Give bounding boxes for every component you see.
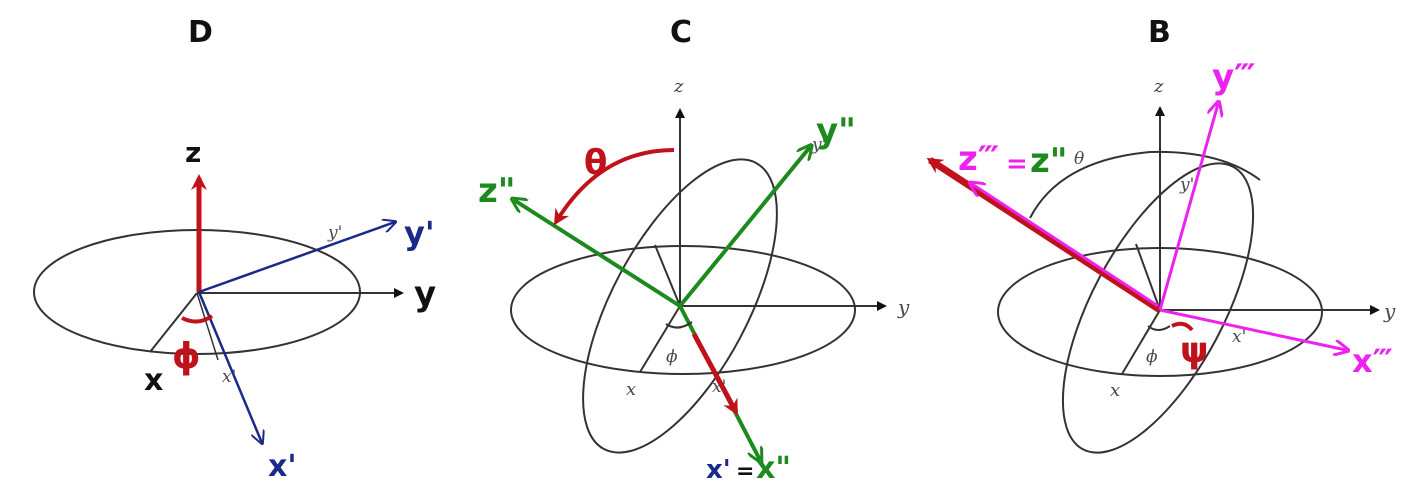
- panel-c: C z y x ϕ y' x' θ z" y" x' = x": [478, 15, 910, 486]
- panel-b-tilted-plane: [1061, 162, 1255, 454]
- panel-b-z-label: z: [1153, 76, 1164, 97]
- panel-c-y-label: y: [897, 295, 910, 319]
- panel-c-x-prime-small-label: x': [712, 377, 726, 397]
- panel-b-y-prime-small-label: y': [1179, 175, 1194, 195]
- panel-b-psi-arc: [1171, 321, 1194, 332]
- panel-b-y-trip-arrow: [1158, 104, 1218, 311]
- panel-d: D z y x y' x' y' x' ϕ: [33, 15, 436, 484]
- panel-c-equals-label: =: [736, 459, 754, 484]
- panel-d-x-axis: [149, 292, 198, 353]
- panel-c-x-prime-red-arrow: [691, 332, 739, 416]
- panel-c-y-dbl-label: y": [816, 111, 856, 151]
- panel-c-x-label: x: [626, 379, 636, 400]
- panel-d-heading: D: [188, 15, 213, 50]
- panel-c-phi-arc: [665, 321, 693, 329]
- panel-d-x-label: x: [144, 363, 163, 398]
- panel-b-theta-small-label: θ: [1074, 149, 1084, 169]
- panel-c-heading: C: [670, 15, 692, 50]
- panel-b: B z y x ϕ θ y' x' z‴ = z" y‴ x‴ ψ: [926, 15, 1396, 454]
- panel-b-z-trip-arrow: [972, 184, 1159, 308]
- panel-b-x-axis: [1121, 309, 1161, 375]
- panel-d-y-prime-small-label: y': [327, 223, 342, 243]
- panel-d-y-prime-arrow: [198, 222, 395, 294]
- panel-d-x-prime-line: [196, 292, 219, 361]
- panel-d-z-label: z: [185, 136, 201, 169]
- panel-d-x-prime-label: x': [268, 449, 297, 484]
- panel-d-phi-label: ϕ: [172, 336, 201, 377]
- panel-c-xy-plane: [510, 245, 856, 375]
- panel-c-x-prime-label: x': [706, 455, 731, 485]
- panel-b-x-prime-small-label: x': [1232, 327, 1246, 347]
- panel-c-x-axis: [639, 305, 681, 373]
- panel-b-z-trip-label: z‴: [958, 139, 999, 179]
- panel-b-x-label: x: [1110, 380, 1120, 401]
- panel-c-node-line: [654, 244, 681, 307]
- panel-c-y-prime-small-label: y': [811, 135, 826, 155]
- panel-b-upper-plane: [1029, 150, 1261, 219]
- panel-b-phi-arc: [1147, 325, 1171, 331]
- panel-b-x-trip-label: x‴: [1352, 342, 1393, 380]
- panel-d-y-prime-label: y': [404, 214, 435, 252]
- panel-c-tilted-plane: [582, 158, 778, 454]
- panel-b-z-dbl-label: z": [1030, 141, 1068, 181]
- panel-c-y-dbl-arrow: [678, 147, 810, 308]
- panel-d-x-prime-small-label: x': [222, 367, 236, 387]
- panel-c-theta-arc: [553, 148, 675, 226]
- panel-b-phi-label: ϕ: [1146, 347, 1158, 367]
- panel-c-z-dbl-label: z": [478, 171, 516, 211]
- panel-b-equals-label: =: [1006, 149, 1028, 179]
- panel-b-psi-label: ψ: [1180, 330, 1209, 371]
- panel-d-phi-arc: [181, 314, 214, 324]
- panel-d-y-label: y: [414, 274, 436, 314]
- panel-b-y-trip-label: y‴: [1212, 57, 1256, 97]
- panel-b-x-trip-arrow: [1159, 308, 1346, 350]
- panel-c-theta-label: θ: [584, 143, 607, 183]
- panel-b-heading: B: [1148, 15, 1171, 50]
- panel-c-z-dbl-arrow: [514, 200, 682, 308]
- panel-b-node-line: [1135, 243, 1161, 311]
- panel-b-y-label: y: [1383, 299, 1396, 323]
- panel-c-phi-label: ϕ: [666, 347, 678, 367]
- panel-c-x-dbl-label: x": [756, 451, 791, 486]
- panel-c-z-label: z: [673, 76, 684, 97]
